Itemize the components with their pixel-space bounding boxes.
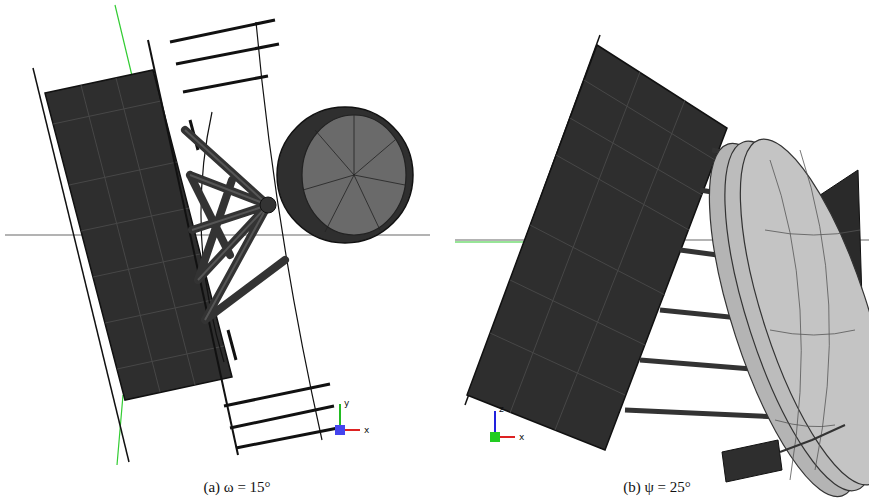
spacecraft-body xyxy=(467,45,727,450)
dish-rim xyxy=(277,107,413,243)
instrument-box xyxy=(722,440,782,482)
reflector-grid xyxy=(765,150,860,480)
strut-hub xyxy=(260,197,276,213)
triad-origin xyxy=(335,425,345,435)
subfigure-caption: (b) ψ = 25° xyxy=(623,478,691,496)
axis-label: z xyxy=(499,404,504,414)
body-grid xyxy=(53,78,224,392)
axis-triad xyxy=(490,411,515,442)
support-struts xyxy=(185,130,285,320)
panel-b xyxy=(455,35,869,502)
panel-a xyxy=(5,5,430,465)
dish-face xyxy=(302,115,406,235)
axis-label: y xyxy=(344,398,349,408)
strut-highlights xyxy=(185,130,268,320)
subfigure-caption: (a) ω = 15° xyxy=(203,478,270,496)
triad-origin xyxy=(490,432,500,442)
reflector-plate xyxy=(710,124,869,500)
axis-label: x xyxy=(519,432,524,442)
axis-label: x xyxy=(364,425,369,435)
axis-triad xyxy=(335,404,360,435)
instrument-boom xyxy=(780,425,845,452)
spacecraft-body xyxy=(45,70,232,400)
dish-spokes xyxy=(303,115,405,232)
